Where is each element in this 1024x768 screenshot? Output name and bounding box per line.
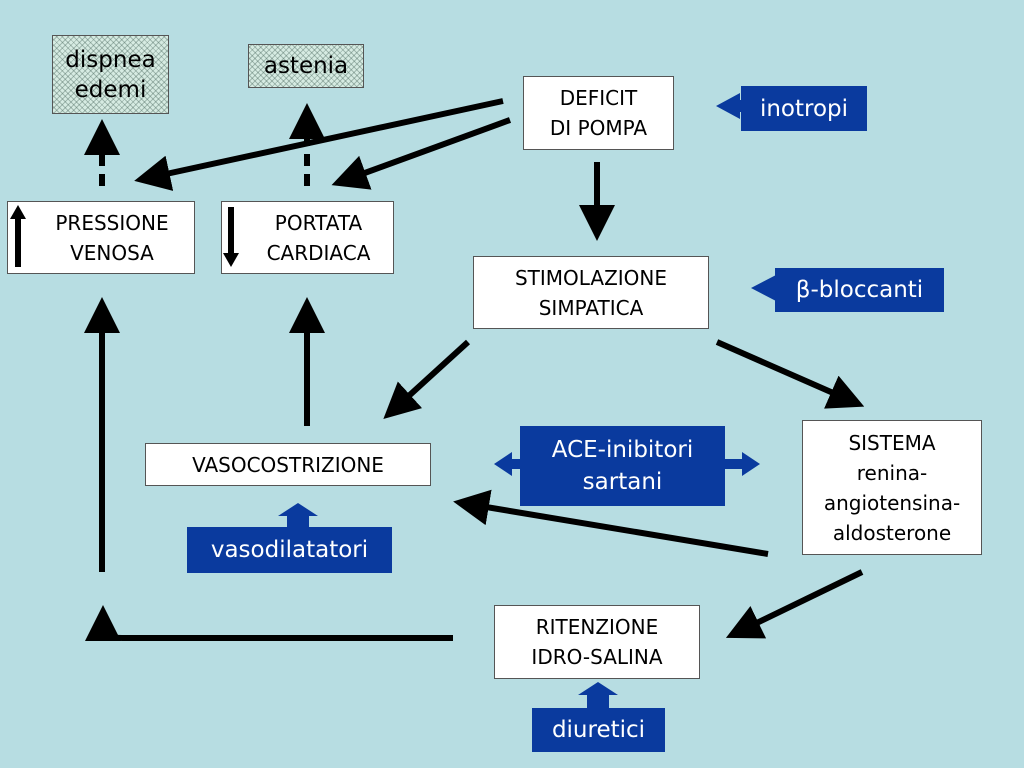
arrow-deficit-to-pressione	[134, 98, 504, 191]
vasodilatatori-arrow-icon	[278, 503, 318, 528]
arrow-deficit-to-portata	[331, 117, 512, 190]
dispnea-edemi-box: dispnea edemi	[52, 35, 169, 114]
up-arrow-icon	[10, 205, 26, 267]
inotropi-arrow-icon	[716, 93, 760, 119]
arrow-stimolazione-to-vasocostrizione	[383, 339, 471, 420]
portata-cardiaca-label: PORTATA CARDIACA	[266, 210, 371, 265]
ace-left-arrow-icon	[494, 452, 522, 476]
sistema-raa-box: SISTEMA renina- angiotensina- aldosteron…	[802, 420, 982, 555]
vasodilatatori-label: vasodilatatori	[187, 527, 392, 573]
ace-right-arrow-icon	[724, 452, 760, 476]
ace-sartani-label: ACE-inibitori sartani	[520, 426, 725, 506]
bbloccanti-arrow-icon	[751, 275, 790, 301]
stimolazione-simpatica-box: STIMOLAZIONE SIMPATICA	[473, 256, 709, 329]
down-arrow-icon	[223, 207, 239, 267]
arrow-ritenzione-to-left	[85, 605, 453, 641]
pressione-venosa-box: PRESSIONE VENOSA	[7, 201, 195, 274]
arrow-sistema-to-vasocostrizione	[453, 489, 769, 557]
diuretici-label: diuretici	[532, 708, 665, 752]
portata-cardiaca-box: PORTATA CARDIACA	[221, 201, 394, 274]
arrow-sistema-to-ritenzione	[725, 569, 864, 639]
ritenzione-idrosalina-box: RITENZIONE IDRO-SALINA	[494, 605, 700, 679]
arrow-stimolazione-to-sistema	[715, 339, 865, 409]
diuretici-arrow-icon	[578, 682, 618, 710]
deficit-di-pompa-box: DEFICIT DI POMPA	[523, 76, 674, 150]
pressione-venosa-label: PRESSIONE VENOSA	[55, 210, 169, 265]
inotropi-label: inotropi	[741, 86, 867, 131]
vasocostrizione-box: VASOCOSTRIZIONE	[145, 443, 431, 486]
astenia-box: astenia	[248, 44, 364, 88]
bbloccanti-label: β-bloccanti	[775, 268, 944, 312]
